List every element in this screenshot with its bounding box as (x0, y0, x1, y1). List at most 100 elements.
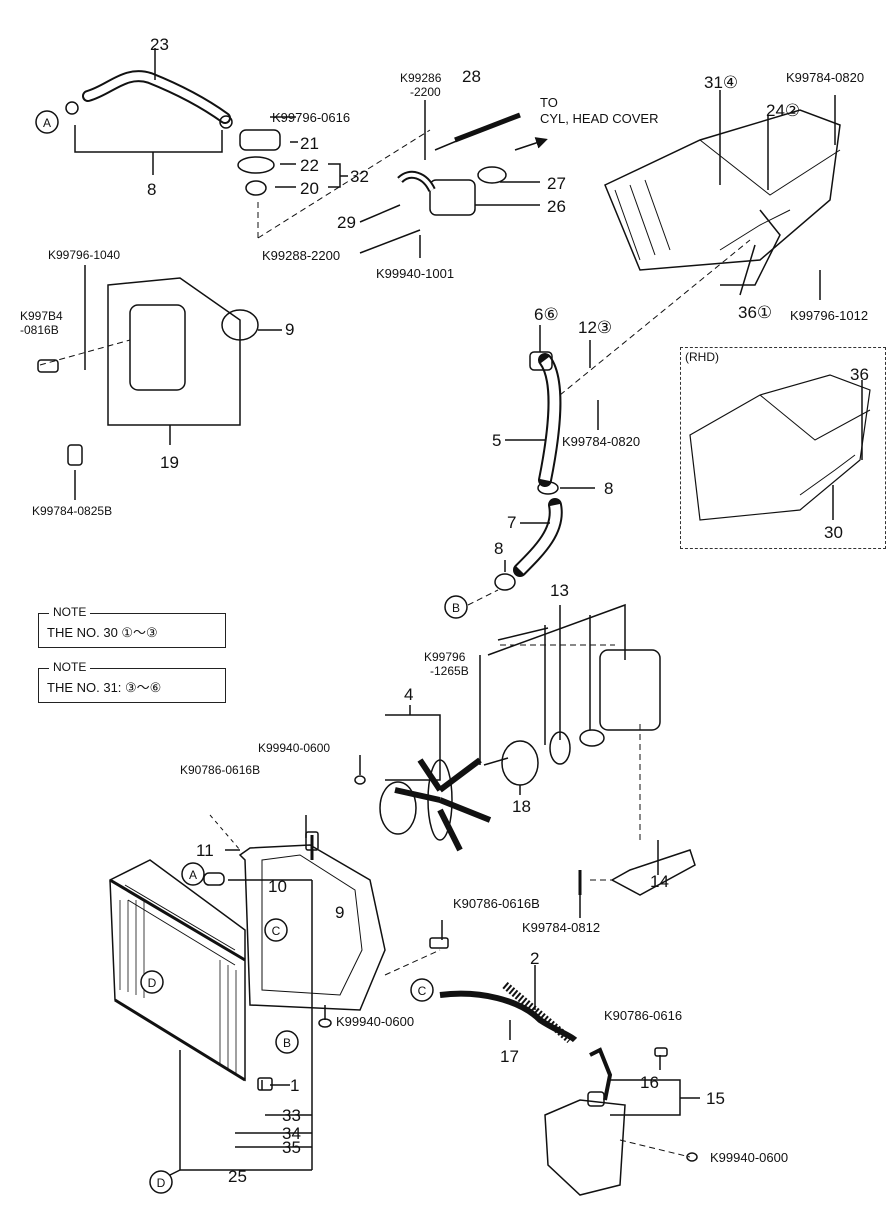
pn-k99796-1265b-a: K99796 (424, 650, 466, 664)
pn-k90786-0616b-a: K90786-0616B (180, 763, 260, 777)
label-29: 29 (337, 213, 356, 232)
label-36b: 36 (850, 365, 869, 384)
clamp-b (219, 115, 233, 129)
note-head: NOTE (49, 660, 91, 674)
gasket-22 (237, 156, 275, 174)
pn-k99796-1265b-b: -1265B (430, 664, 469, 678)
water-pump-body (599, 649, 661, 731)
label-8c: 8 (494, 539, 503, 558)
note-head: NOTE (49, 605, 91, 619)
rhd-label: (RHD) (685, 350, 719, 364)
pn-k99796-1012: K99796-1012 (790, 308, 868, 323)
pn-k99784-0816b-b: -0816B (20, 323, 59, 337)
fan-shroud-11 (238, 844, 386, 1011)
circle-b-rad (275, 1030, 299, 1054)
pn-k99784-0816b-a: K997B4 (20, 309, 63, 323)
label-31: 31④ (704, 73, 738, 92)
circle-a-label: A (189, 868, 197, 882)
cooling-fan-4 (379, 757, 492, 852)
water-outlet-26 (429, 179, 476, 216)
thermostat-cover (239, 129, 281, 151)
label-6: 6⑥ (534, 305, 559, 324)
spring-2 (502, 981, 573, 1044)
rhd-inset: (RHD) (680, 347, 886, 549)
label-15: 15 (706, 1089, 725, 1108)
label-33: 33 (282, 1106, 301, 1125)
cylinder-head-main (604, 109, 841, 271)
label-16: 16 (640, 1073, 659, 1092)
circle-a-rad (181, 862, 205, 886)
pn-k99784-0812: K99784-0812 (522, 920, 600, 935)
label-4: 4 (404, 685, 413, 704)
reservoir-15 (544, 1099, 626, 1196)
bracket-14 (610, 849, 696, 896)
pn-k99784-0820a: K99784-0820 (786, 70, 864, 85)
label-25: 25 (228, 1167, 247, 1186)
circle-c-hose (410, 978, 434, 1002)
circle-d-bot (149, 1170, 173, 1194)
note-body: THE NO. 30 ①～③ (47, 625, 158, 640)
label-9a: 9 (285, 320, 294, 339)
label-28: 28 (462, 67, 481, 86)
label-7: 7 (507, 513, 516, 532)
label-23: 23 (150, 35, 169, 54)
label-20: 20 (300, 179, 319, 198)
to-text: TO (540, 95, 558, 110)
label-9b: 9 (335, 903, 344, 922)
note-box-31: NOTE THE NO. 31: ③～⑥ (38, 660, 226, 703)
label-36a: 36① (738, 303, 772, 322)
circle-a-label: A (43, 116, 51, 130)
label-12: 12③ (578, 318, 612, 337)
label-21: 21 (300, 134, 319, 153)
fan-clutch-18 (501, 740, 539, 786)
pn-k99940-0600c: K99940-0600 (710, 1150, 788, 1165)
label-10: 10 (268, 877, 287, 896)
clamp-a (65, 101, 79, 115)
pn-k99288-2200: K99288-2200 (262, 248, 340, 263)
circle-c-label: C (272, 924, 281, 938)
gasket-9 (221, 309, 259, 341)
circle-d-label: D (148, 976, 157, 990)
pn-k99940-0600b: K99940-0600 (336, 1014, 414, 1029)
pn-k99796-0616: K99796-0616 (272, 110, 350, 125)
label-14: 14 (650, 872, 669, 891)
hose-16 (589, 1047, 613, 1101)
label-11: 11 (196, 841, 214, 860)
cyl-head-text: CYL, HEAD COVER (540, 111, 658, 126)
pn-k99286-a: K99286 (400, 71, 442, 85)
thermostat-20 (245, 180, 267, 196)
pn-k99784-0820b: K99784-0820 (562, 434, 640, 449)
circle-d-label: D (157, 1176, 166, 1190)
label-17: 17 (500, 1047, 519, 1066)
radiator-assembly (109, 859, 246, 1082)
housing-box-19 (107, 277, 241, 426)
pn-k99940-1001: K99940-1001 (376, 266, 454, 281)
label-19: 19 (160, 453, 179, 472)
pn-k99796-1040: K99796-1040 (48, 248, 120, 262)
gasket-27 (477, 166, 507, 184)
cylinder-head-rhd (689, 374, 871, 521)
pn-k99784-0825b: K99784-0825B (32, 504, 112, 518)
circle-a-top (35, 110, 59, 134)
label-1: 1 (290, 1076, 299, 1095)
circle-c-label: C (418, 984, 427, 998)
label-32: 32 (350, 167, 369, 186)
label-13: 13 (550, 581, 569, 600)
circle-d-rad (140, 970, 164, 994)
label-8b: 8 (604, 479, 613, 498)
label-22: 22 (300, 156, 319, 175)
label-18: 18 (512, 797, 531, 816)
note-body: THE NO. 31: ③～⑥ (47, 680, 162, 695)
circle-c-rad (264, 918, 288, 942)
label-30: 30 (824, 523, 843, 542)
circle-b-top (444, 595, 468, 619)
water-pump-19 (129, 304, 186, 391)
label-26: 26 (547, 197, 566, 216)
pn-k90786-0616: K90786-0616 (604, 1008, 682, 1023)
pn-k90786-0616b-b: K90786-0616B (453, 896, 540, 911)
pn-k99286-b: -2200 (410, 85, 441, 99)
circle-b-label: B (452, 601, 460, 615)
label-8: 8 (147, 180, 156, 199)
hose-17 (439, 990, 578, 1043)
